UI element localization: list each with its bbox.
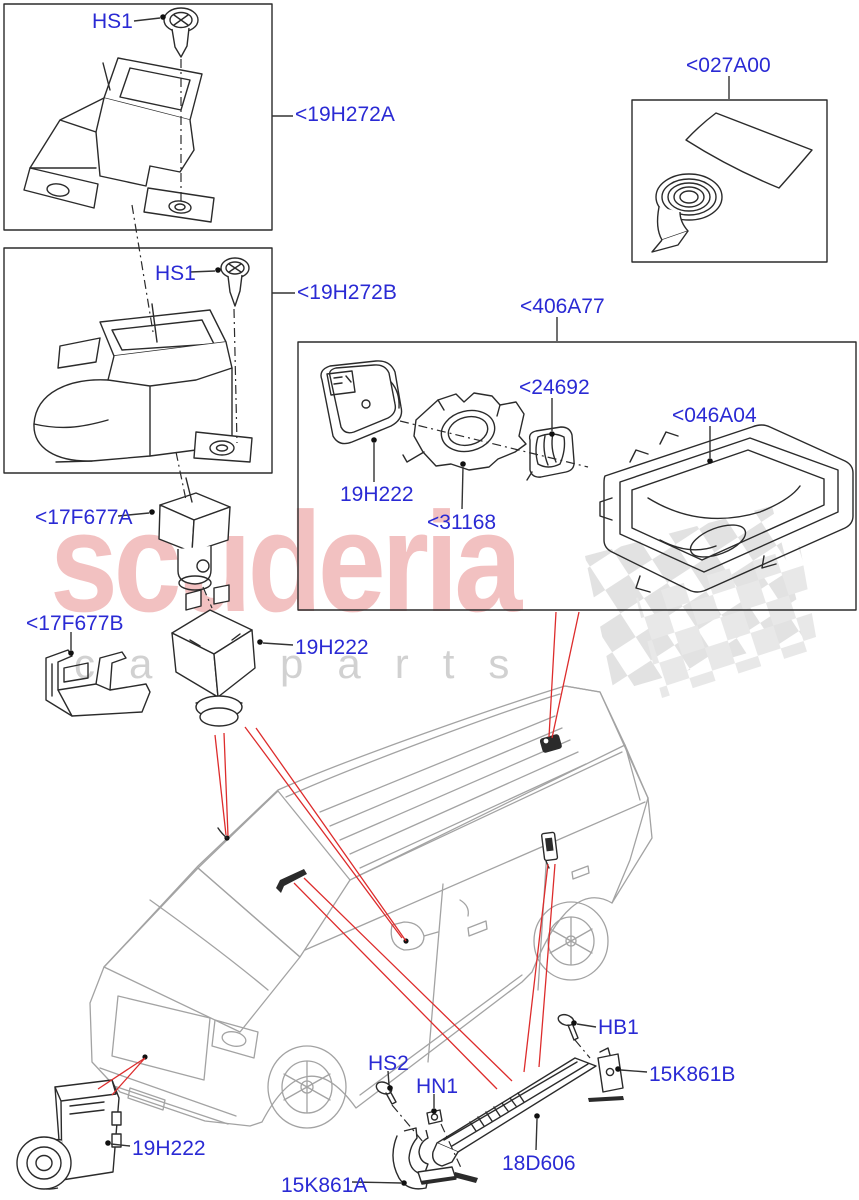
- part-label-046a04: <046A04: [672, 404, 757, 427]
- part-label-19h272b: <19H272B: [297, 281, 397, 304]
- part-label-hb1: HB1: [598, 1016, 639, 1039]
- part-label-31168: <31168: [427, 511, 497, 534]
- part-label-19h222-front: 19H222: [132, 1137, 206, 1160]
- box-406a77-frame: [297, 341, 857, 611]
- part-label-hn1: HN1: [416, 1075, 459, 1098]
- part-label-17f677b: <17F677B: [26, 612, 124, 635]
- screw-hs1-top-drawing: [163, 7, 199, 58]
- part-label-19h222-kit: 19H222: [340, 483, 414, 506]
- deflector-18d606-drawing: [432, 1057, 597, 1183]
- cover-17f677a-drawing: [158, 477, 231, 591]
- part-label-15k861a: 15K861A: [281, 1174, 368, 1197]
- bracket-15k861b-drawing: [588, 1047, 624, 1102]
- part-label-406a77: <406A77: [520, 295, 605, 318]
- part-label-24692: <24692: [519, 376, 590, 399]
- part-label-18d606: 18D606: [502, 1152, 576, 1175]
- box-19h272b-frame: [3, 247, 273, 474]
- part-label-hs1-top: HS1: [92, 10, 133, 33]
- camera-front-19h222-drawing: [16, 1079, 122, 1190]
- bracket-19h272b-drawing: [33, 303, 253, 463]
- assembly-dash-lines: [131, 59, 591, 1171]
- bracket-17f677b-drawing: [45, 649, 151, 717]
- leader-lines: [68, 14, 730, 1186]
- location-lines: [97, 611, 580, 1096]
- camera-bracket-31168-drawing: [402, 392, 527, 471]
- tape-roll-drawing: [651, 112, 813, 253]
- part-label-15k861b: 15K861B: [649, 1063, 736, 1086]
- checkered-flag-watermark: [585, 506, 818, 698]
- screw-hs2-drawing: [375, 1081, 397, 1105]
- display-unit-046a04-drawing: [599, 424, 854, 593]
- part-label-19h272a: <19H272A: [295, 103, 395, 126]
- screw-hs1-lower-drawing: [220, 257, 250, 307]
- box-027a00-frame: [631, 99, 828, 263]
- camera-mirror-19h222-drawing: [171, 584, 256, 727]
- camera-rear-19h222-drawing: [320, 360, 403, 445]
- bracket-19h272a-drawing: [23, 57, 215, 223]
- bolt-hb1-drawing: [557, 1013, 579, 1041]
- part-label-hs1-lower: HS1: [155, 262, 196, 285]
- box-19h272a-frame: [3, 3, 273, 231]
- part-label-19h222-mid: 19H222: [295, 636, 369, 659]
- part-label-027a00: <027A00: [686, 54, 771, 77]
- seal-24692-drawing: [526, 426, 575, 481]
- watermark-subtitle-text: car parts: [74, 640, 544, 687]
- vehicle-mounted-parts: [142, 734, 562, 1060]
- part-label-17f677a: <17F677A: [35, 506, 133, 529]
- part-label-hs2: HS2: [368, 1052, 409, 1075]
